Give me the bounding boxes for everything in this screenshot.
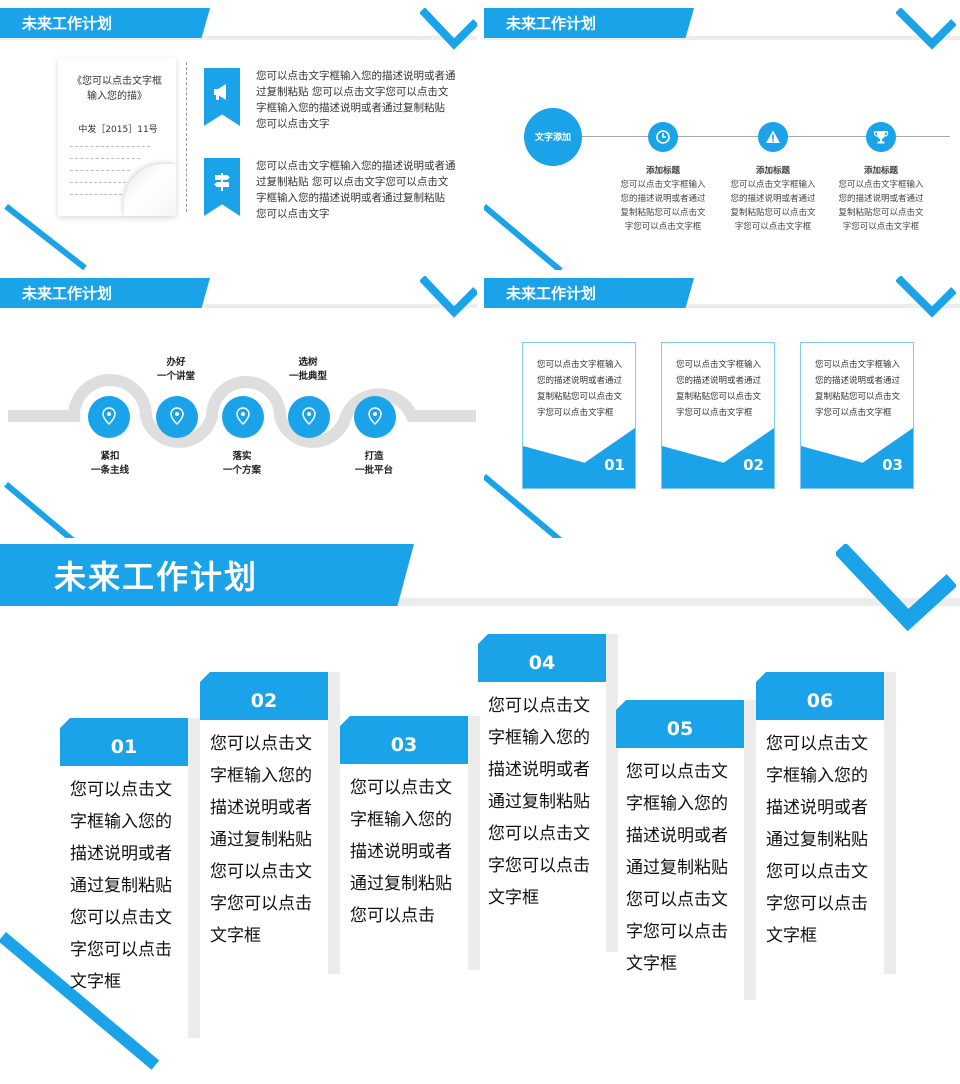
warning-icon [766, 130, 780, 143]
slide-4: 未来工作计划 您可以点击文字框输入您的描述说明或者通过复制粘贴您可以点击文字您可… [484, 274, 960, 538]
corner-stripe [484, 204, 563, 270]
step-circle-5 [354, 396, 396, 438]
slide-2: 未来工作计划 文字添加 添加标题 您可以点击文字框输入您的描述说明或者通过复制粘… [484, 0, 960, 270]
top-label-1: 办好一个讲堂 [156, 357, 195, 382]
card-1: 您可以点击文字框输入您的描述说明或者通过复制粘贴您可以点击文字您可以点击文字框 0… [522, 342, 636, 489]
corner-chevron-icon [420, 276, 477, 318]
page-curl [124, 164, 176, 216]
section-title: 未来工作计划 [506, 14, 597, 33]
node-text-3: 您可以点击文字框输入您的描述说明或者通过复制粘贴您可以点击文字您可以点击文字框 [838, 180, 924, 232]
step-circle-1 [88, 396, 130, 438]
bottom-label-3: 打造一批平台 [354, 451, 393, 476]
corner-chevron-icon [896, 8, 956, 50]
location-pin-icon [102, 407, 116, 426]
card-text: 您可以点击文字框输入您的描述说明或者通过复制粘贴您可以点击文字您可以点击文字框 [676, 360, 762, 418]
document-ref: 中发［2015］11号 [78, 125, 158, 135]
column-number: 04 [478, 644, 606, 682]
header-strip [0, 36, 477, 40]
section-title: 未来工作计划 [22, 284, 113, 303]
corner-chevron-icon [896, 276, 956, 318]
section-title: 未来工作计划 [54, 558, 259, 596]
slide-5: 未来工作计划 01 您可以点击文字框输入您的描述说明或者通过复制粘贴您可以点击文… [0, 544, 960, 1084]
column-text: 您可以点击文字框输入您的描述说明或者通过复制粘贴您可以点击文字您可以点击文字框 [488, 696, 590, 908]
ribbon-2 [204, 158, 240, 216]
card-number: 02 [743, 456, 764, 474]
column-text: 您可以点击文字框输入您的描述说明或者通过复制粘贴您可以点击文字您可以点击文字框 [70, 780, 172, 992]
column-number: 03 [340, 726, 468, 764]
ribbon-1 [204, 68, 240, 126]
wave-track [8, 374, 476, 448]
node-title-1: 添加标题 [645, 166, 680, 176]
node-title-3: 添加标题 [863, 166, 898, 176]
header-strip [0, 598, 960, 606]
item-text-2: 您可以点击文字框输入您的描述说明或者通过复制粘贴 您可以点击文字您可以点击文字框… [256, 160, 456, 220]
section-banner: 未来工作计划 [0, 278, 210, 308]
hub-circle: 文字添加 [524, 108, 582, 166]
node-title-2: 添加标题 [755, 166, 790, 176]
column-number: 01 [60, 728, 188, 766]
megaphone-icon [214, 84, 226, 100]
document-title: 《您可以点击文字框输入您的描》 [72, 76, 162, 102]
section-title: 未来工作计划 [22, 14, 113, 33]
bottom-label-1: 紧扣一条主线 [90, 451, 129, 476]
section-banner: 未来工作计划 [484, 8, 694, 38]
column-number: 06 [756, 682, 884, 720]
dashed-divider [186, 62, 187, 212]
card-text: 您可以点击文字框输入您的描述说明或者通过复制粘贴您可以点击文字您可以点击文字框 [815, 360, 901, 418]
location-pin-icon [368, 407, 382, 426]
card-text: 您可以点击文字框输入您的描述说明或者通过复制粘贴您可以点击文字您可以点击文字框 [537, 360, 623, 418]
column-number: 05 [616, 710, 744, 748]
column-number: 02 [200, 682, 328, 720]
section-banner: 未来工作计划 [484, 278, 694, 308]
card-3: 您可以点击文字框输入您的描述说明或者通过复制粘贴您可以点击文字您可以点击文字框 0… [800, 342, 914, 489]
header-strip [0, 304, 477, 308]
item-text-1: 您可以点击文字框输入您的描述说明或者通过复制粘贴 您可以点击文字您可以点击文字框… [256, 70, 456, 130]
node-circle-2 [758, 122, 788, 152]
node-text-1: 您可以点击文字框输入您的描述说明或者通过复制粘贴您可以点击文字您可以点击文字框 [620, 180, 706, 232]
column-text: 您可以点击文字框输入您的描述说明或者通过复制粘贴您可以点击文字您可以点击文字框 [626, 762, 728, 974]
card-number: 03 [882, 456, 903, 474]
slide-3: 未来工作计划 办好一个讲堂 选树一批典型 紧扣一条主线 落实一个方案 打造一批平… [0, 274, 477, 538]
section-banner: 未来工作计划 [0, 544, 414, 606]
trophy-icon [873, 131, 889, 144]
card-2: 您可以点击文字框输入您的描述说明或者通过复制粘贴您可以点击文字您可以点击文字框 0… [661, 342, 775, 489]
corner-chevron-icon [420, 8, 477, 50]
slide-1: 未来工作计划 《您可以点击文字框输入您的描》 中发［2015］11号 您可以点击… [0, 0, 477, 270]
location-pin-icon [302, 407, 316, 426]
bottom-label-2: 落实一个方案 [222, 451, 261, 476]
signpost-icon [214, 173, 230, 191]
section-banner: 未来工作计划 [0, 8, 210, 38]
corner-stripe [4, 482, 77, 538]
corner-chevron-icon [836, 544, 956, 632]
column-text: 您可以点击文字框输入您的描述说明或者通过复制粘贴您可以点击文字您可以点击文字框 [210, 734, 312, 946]
step-circle-4 [288, 396, 330, 438]
column-text: 您可以点击文字框输入您的描述说明或者通过复制粘贴您可以点击文字您可以点击文字框 [766, 734, 868, 946]
header-strip [484, 304, 960, 308]
hub-label: 文字添加 [534, 133, 571, 143]
location-pin-icon [236, 407, 250, 426]
step-circle-3 [222, 396, 264, 438]
header-strip [484, 36, 960, 40]
document-graphic: 《您可以点击文字框输入您的描》 中发［2015］11号 [58, 58, 176, 216]
top-label-2: 选树一批典型 [288, 357, 327, 382]
card-number: 01 [604, 456, 625, 474]
node-text-2: 您可以点击文字框输入您的描述说明或者通过复制粘贴您可以点击文字您可以点击文字框 [730, 180, 816, 232]
clock-icon [656, 130, 670, 144]
column-text: 您可以点击文字框输入您的描述说明或者通过复制粘贴您可以点击 [350, 778, 452, 926]
node-circle-3 [866, 122, 896, 152]
section-title: 未来工作计划 [506, 284, 597, 303]
node-circle-1 [648, 122, 678, 152]
location-pin-icon [170, 407, 184, 426]
step-circle-2 [156, 396, 198, 438]
